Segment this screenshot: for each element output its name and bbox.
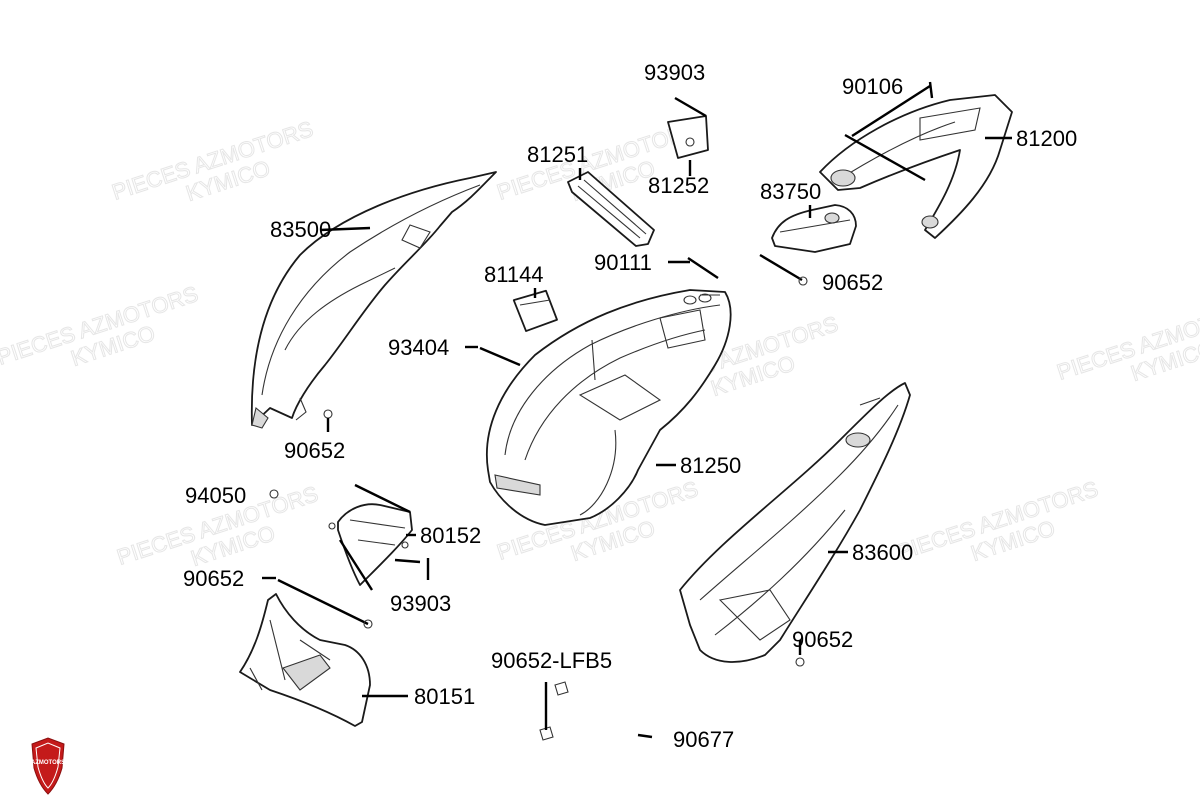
screw-90652-left [323,409,333,419]
label-81200: 81200 [1016,126,1077,151]
screw-93903-lower-a [338,539,374,591]
label-90652-right: 90652 [792,627,853,652]
watermark: PIECES AZMOTORS KYMICO [0,281,202,372]
screw-90106-shaft [844,133,926,182]
label-80151: 80151 [414,684,475,709]
label-81144: 81144 [484,262,544,287]
label-90652-left: 90652 [284,438,345,463]
label-80152: 80152 [420,523,481,548]
screw-90677 [637,733,653,739]
screw-90106-top [928,81,934,99]
screw-93404 [479,346,521,367]
label-90652-front: 90652 [183,566,244,591]
label-83600: 83600 [852,540,913,565]
label-93903-top: 93903 [644,60,705,85]
part-80152-lower-panel [328,503,413,586]
label-90111: 90111 [594,250,652,275]
watermark: PIECES AZMOTORS KYMICO [1053,296,1200,387]
label-94050: 94050 [185,483,246,508]
screw-80152 [354,483,411,514]
part-labels: 93903 90106 81200 81251 81252 83750 8350… [183,60,1077,752]
logo-text: AZMOTORS [31,760,65,766]
label-93404: 93404 [388,335,449,360]
watermark: PIECES AZMOTORS KYMICO [893,476,1101,567]
part-81252-clip [667,115,709,159]
label-93903-lower: 93903 [390,591,451,616]
label-83500: 83500 [270,217,331,242]
screw-93903-lower-b [394,558,421,564]
screw-90111 [687,257,719,279]
part-80151-front-panel [239,593,371,727]
label-81252: 81252 [648,173,709,198]
watermark: PIECES AZMOTORS KYMICO [108,116,316,207]
label-90677: 90677 [673,727,734,752]
clip-90652-lfb5-a [554,681,569,696]
screw-head [798,276,808,286]
leader-lines [262,84,1012,730]
screw-90652-front [277,578,369,626]
part-81251-panel [567,171,655,247]
part-83500-left-side-cover [250,171,497,429]
screw-90652-rear [759,253,803,282]
part-93903-screw-top [674,96,707,118]
label-81251: 81251 [527,142,588,167]
fasteners [269,81,934,741]
part-81250-helmet-box [486,289,732,526]
azmotors-shield-icon: AZMOTORS [31,737,65,795]
part-81200-grab-rail [819,94,1013,239]
part-83600-right-side-cover [679,382,911,663]
screw-90652-right [795,657,805,667]
label-83750: 83750 [760,179,821,204]
label-81250: 81250 [680,453,741,478]
label-90652-lfb5: 90652-LFB5 [491,648,612,673]
label-90652-rear: 90652 [822,270,883,295]
label-90106: 90106 [842,74,903,99]
part-83750-cover-cap [771,204,857,253]
nut-94050 [269,489,279,499]
screw-head [363,619,373,629]
